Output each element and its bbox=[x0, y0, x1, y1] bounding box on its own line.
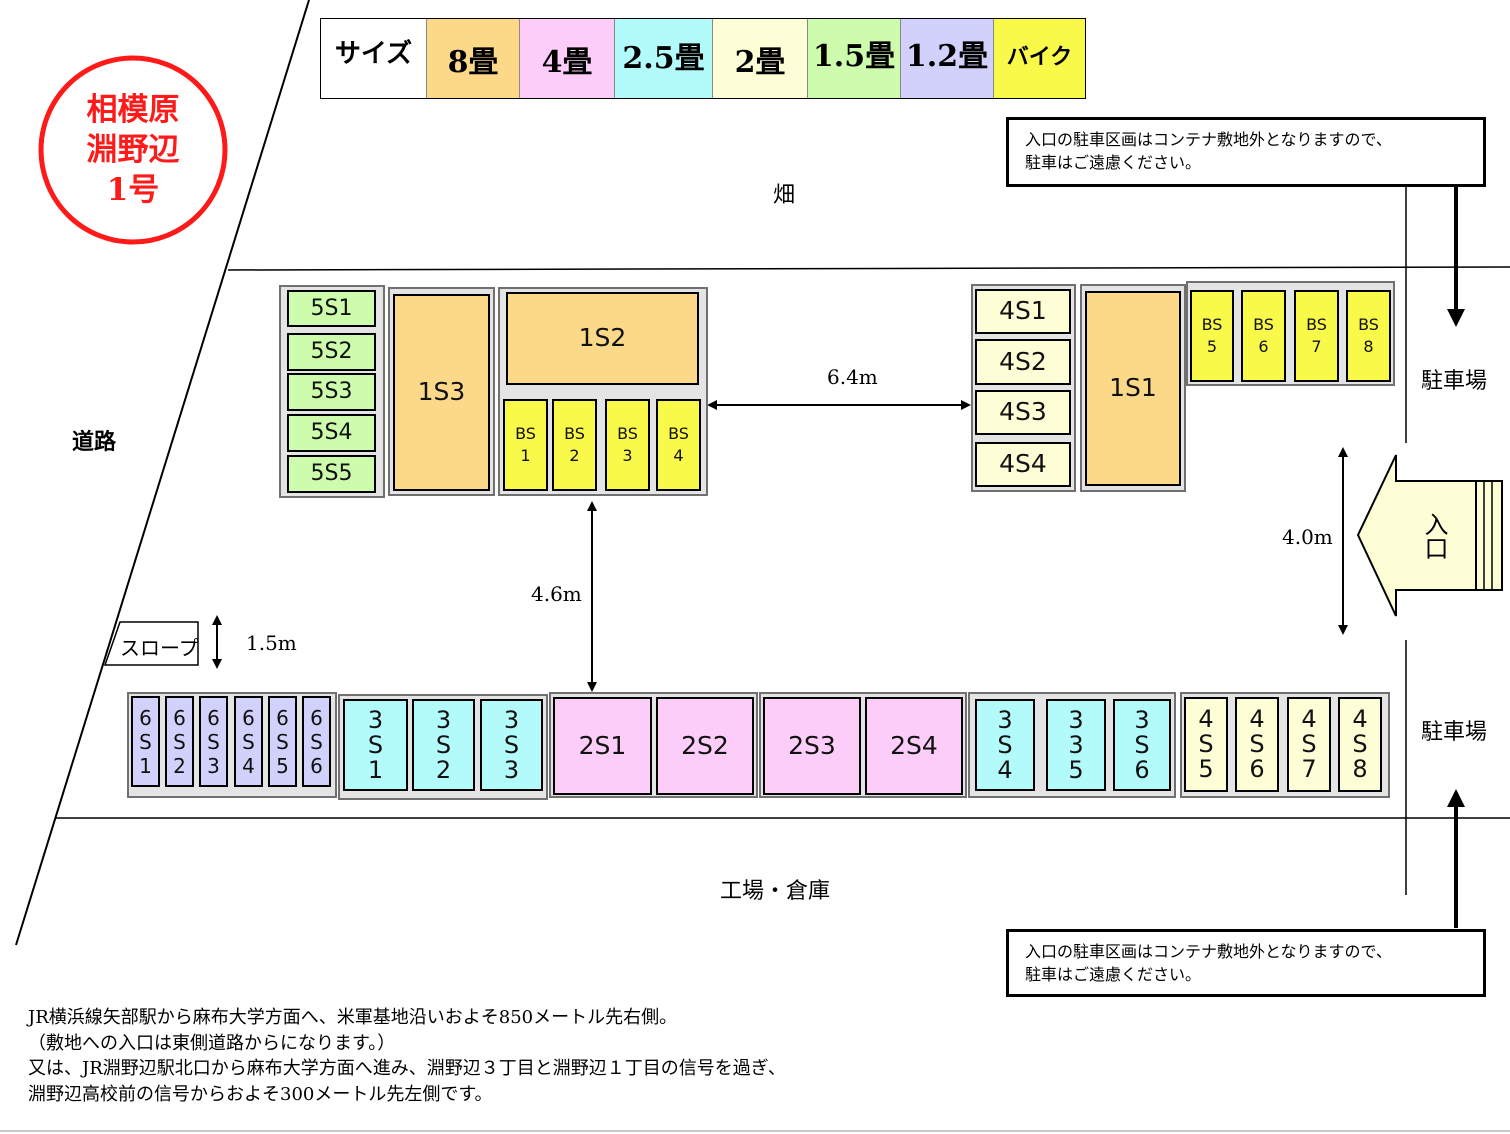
dim-label-6.4: 6.4m bbox=[827, 365, 878, 389]
legend-4jo: 4畳 bbox=[520, 19, 615, 98]
unit-3s1[interactable]: 3 S 1 bbox=[343, 699, 408, 791]
unit-bs6[interactable]: BS 6 bbox=[1241, 290, 1286, 382]
site-title: 相模原 淵野辺 1号 bbox=[41, 90, 225, 210]
dim-label-4.0: 4.0m bbox=[1282, 525, 1333, 549]
legend-8jo: 8畳 bbox=[427, 19, 520, 98]
unit-bs7[interactable]: BS 7 bbox=[1294, 290, 1339, 382]
unit-5s1[interactable]: 5S1 bbox=[287, 290, 376, 327]
notice-top-line-2: 駐車はご遠慮ください。 bbox=[1025, 153, 1202, 172]
parking-bottom-label: 駐車場 bbox=[1421, 720, 1488, 745]
unit-4s8[interactable]: 4 S 8 bbox=[1338, 697, 1382, 792]
unit-3s6[interactable]: 3 S 6 bbox=[1113, 699, 1171, 791]
unit-6s3[interactable]: 6 S 3 bbox=[199, 696, 228, 787]
unit-bs8[interactable]: BS 8 bbox=[1346, 290, 1391, 382]
unit-6s6[interactable]: 6 S 6 bbox=[302, 696, 331, 787]
entrance-arrow bbox=[1356, 454, 1503, 617]
legend-bike: バイク bbox=[994, 19, 1085, 98]
factory-label: 工場・倉庫 bbox=[720, 879, 831, 904]
unit-2s4[interactable]: 2S4 bbox=[865, 697, 963, 795]
title-circle bbox=[38, 55, 228, 245]
size-legend: サイズ 8畳 4畳 2.5畳 2畳 1.5畳 1.2畳 バイク bbox=[320, 18, 1086, 99]
parking-top-label: 駐車場 bbox=[1421, 369, 1488, 394]
unit-bs1[interactable]: BS 1 bbox=[503, 399, 548, 491]
dim-label-4.6: 4.6m bbox=[531, 582, 582, 606]
unit-bs4[interactable]: BS 4 bbox=[656, 399, 701, 491]
unit-3s4[interactable]: 3 S 4 bbox=[975, 699, 1035, 791]
unit-6s4[interactable]: 6 S 4 bbox=[234, 696, 263, 787]
unit-3s2[interactable]: 3 S 2 bbox=[412, 699, 475, 791]
unit-4s3[interactable]: 4S3 bbox=[975, 390, 1071, 435]
unit-2s2[interactable]: 2S2 bbox=[656, 697, 754, 795]
notice-bottom-line-2: 駐車はご遠慮ください。 bbox=[1025, 965, 1202, 984]
unit-bs5[interactable]: BS 5 bbox=[1190, 290, 1234, 382]
legend-2jo: 2畳 bbox=[713, 19, 808, 98]
unit-6s1[interactable]: 6 S 1 bbox=[131, 696, 160, 787]
unit-4s6[interactable]: 4 S 6 bbox=[1235, 697, 1279, 792]
unit-4s4[interactable]: 4S4 bbox=[975, 442, 1071, 487]
unit-3s3[interactable]: 3 S 3 bbox=[480, 699, 543, 791]
unit-2s1[interactable]: 2S1 bbox=[553, 697, 652, 795]
road-diagonal bbox=[15, 0, 310, 946]
unit-1s3[interactable]: 1S3 bbox=[393, 294, 490, 491]
directions-line-2: （敷地への入口は東側道路からになります。） bbox=[28, 1032, 396, 1054]
unit-1s2[interactable]: 1S2 bbox=[506, 292, 699, 385]
unit-4s7[interactable]: 4 S 7 bbox=[1287, 697, 1331, 792]
top-boundary bbox=[227, 266, 1510, 271]
entrance-text: 入口 bbox=[1420, 512, 1448, 560]
unit-1s1[interactable]: 1S1 bbox=[1085, 291, 1181, 486]
unit-5s3[interactable]: 5S3 bbox=[287, 373, 376, 411]
unit-4s5[interactable]: 4 S 5 bbox=[1184, 697, 1228, 792]
entrance-label: 入口 bbox=[1419, 512, 1449, 565]
directions-line-3: 又は、JR淵野辺駅北口から麻布大学方面へ進み、淵野辺３丁目と淵野辺１丁目の信号を… bbox=[28, 1058, 786, 1079]
field-label: 畑 bbox=[773, 183, 796, 208]
title-line-2: 淵野辺 bbox=[86, 132, 180, 168]
unit-2s3[interactable]: 2S3 bbox=[763, 697, 861, 795]
notice-top-line-1: 入口の駐車区画はコンテナ敷地外となりますので、 bbox=[1025, 130, 1392, 149]
unit-5s5[interactable]: 5S5 bbox=[287, 455, 376, 493]
notice-top: 入口の駐車区画はコンテナ敷地外となりますので、 駐車はご遠慮ください。 bbox=[1006, 117, 1486, 187]
slope-label: スロープ bbox=[120, 636, 199, 660]
slope-box bbox=[103, 621, 199, 666]
title-line-3: 1号 bbox=[106, 172, 160, 208]
unit-bs2[interactable]: BS 2 bbox=[552, 399, 597, 491]
legend-label: サイズ bbox=[321, 19, 427, 98]
unit-5s4[interactable]: 5S4 bbox=[287, 414, 376, 452]
dim-label-1.5: 1.5m bbox=[246, 631, 297, 655]
directions: JR横浜線矢部駅から麻布大学方面へ、米軍基地沿いおよそ850メートル先右側。 （… bbox=[28, 1005, 786, 1107]
notice-bottom: 入口の駐車区画はコンテナ敷地外となりますので、 駐車はご遠慮ください。 bbox=[1006, 929, 1486, 997]
directions-line-1: JR横浜線矢部駅から麻布大学方面へ、米軍基地沿いおよそ850メートル先右側。 bbox=[28, 1007, 678, 1028]
unit-6s5[interactable]: 6 S 5 bbox=[268, 696, 297, 787]
title-line-1: 相模原 bbox=[86, 92, 180, 128]
unit-3s5[interactable]: 3 3 5 bbox=[1046, 699, 1106, 791]
unit-5s2[interactable]: 5S2 bbox=[287, 333, 376, 371]
directions-line-4: 淵野辺高校前の信号からおよそ300メートル先左側です。 bbox=[28, 1083, 493, 1105]
unit-bs3[interactable]: BS 3 bbox=[605, 399, 650, 491]
road-label: 道路 bbox=[72, 430, 117, 455]
notice-bottom-line-1: 入口の駐車区画はコンテナ敷地外となりますので、 bbox=[1025, 942, 1392, 961]
unit-4s1[interactable]: 4S1 bbox=[975, 289, 1071, 334]
legend-2-5jo: 2.5畳 bbox=[615, 19, 713, 98]
legend-1-2jo: 1.2畳 bbox=[901, 19, 994, 98]
unit-6s2[interactable]: 6 S 2 bbox=[165, 696, 194, 787]
legend-1-5jo: 1.5畳 bbox=[808, 19, 901, 98]
unit-4s2[interactable]: 4S2 bbox=[975, 339, 1071, 385]
